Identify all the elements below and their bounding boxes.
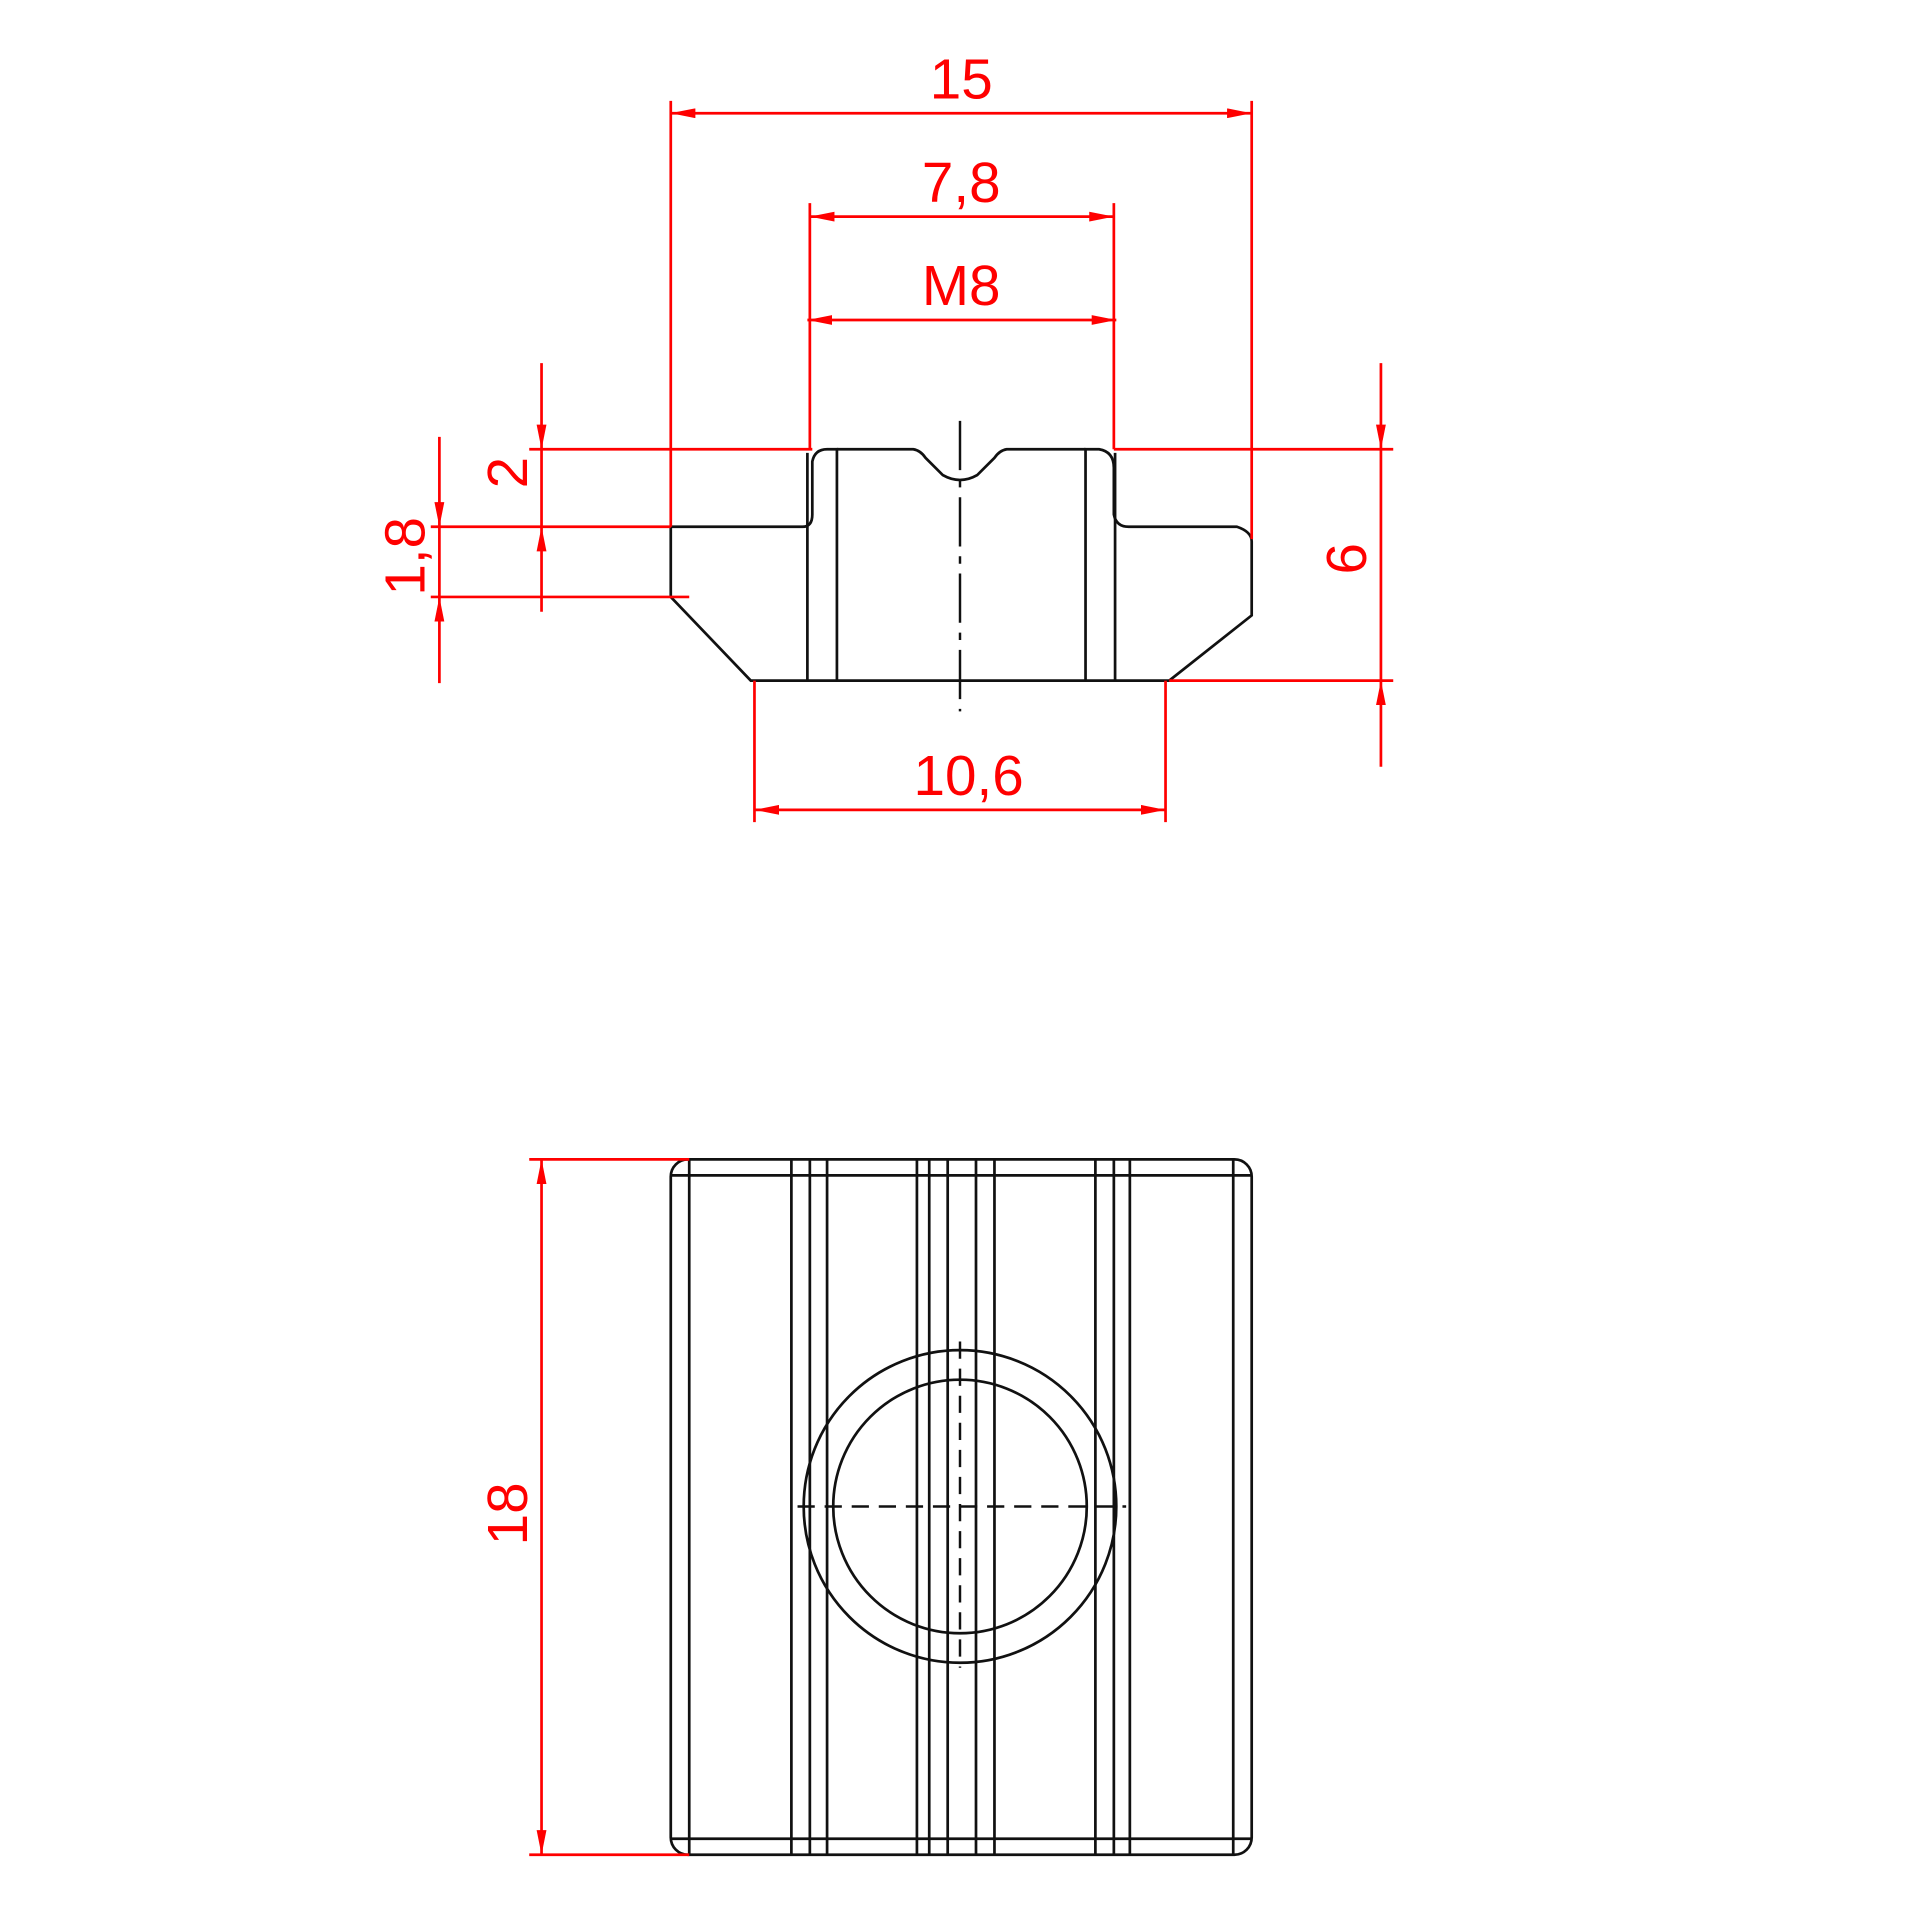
dim-7-8-label: 7,8 [922,151,1001,214]
dim-10-6-label: 10,6 [914,744,1024,807]
dim-1-8-label: 1,8 [374,517,437,596]
dim-15-label: 15 [930,47,993,110]
dim-m8-label: M8 [922,254,1001,317]
section-hatch-right [1084,447,1254,682]
dim-6-label: 6 [1315,543,1378,574]
section-hatch-left [669,447,839,682]
section-view [669,420,1254,712]
dim-2-label: 2 [476,457,539,488]
plan-dimensions: 18 [476,1158,690,1857]
section-dimensions: 15 7,8 M8 2 1,8 6 10,6 [374,47,1394,823]
dim-18-label: 18 [476,1482,539,1545]
plan-view [669,1158,1254,1857]
